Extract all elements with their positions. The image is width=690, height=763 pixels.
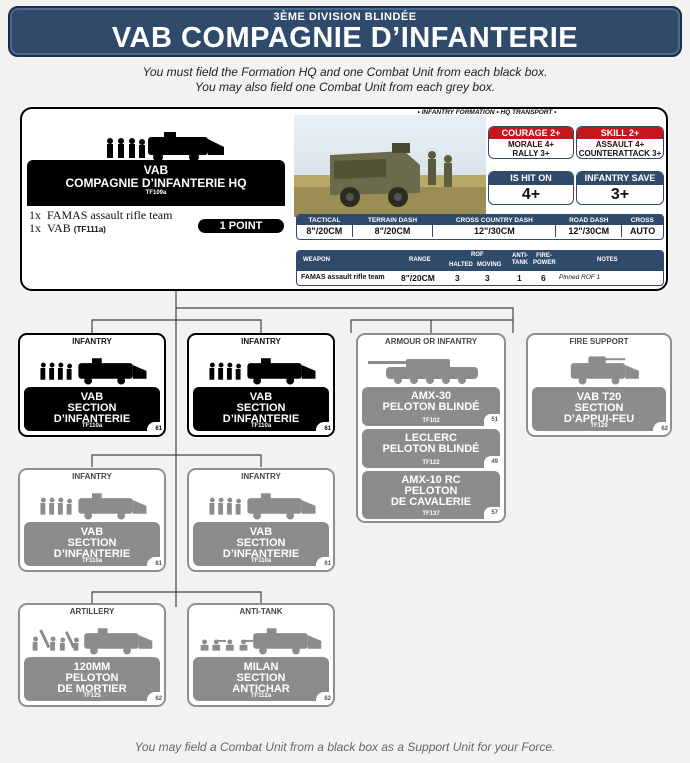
weapon-name: FAMAS assault rifle team <box>301 274 385 281</box>
hq-name-plate: VAB COMPAGNIE D’INFANTERIE HQ TF109a <box>27 160 285 206</box>
skill-box: SKILL 2+ ASSAULT 4+COUNTERATTACK 3+ <box>576 126 664 159</box>
weapon-firepower: 6 <box>541 273 546 283</box>
save-value: 3+ <box>577 185 663 205</box>
unit-name: VAB SECTION D’INFANTERIE <box>197 392 325 425</box>
armour-option-2[interactable]: LECLERC PELOTON BLINDÉ TF122 49 <box>362 429 500 468</box>
unit-name-plate: VAB SECTION D’INFANTERIE TF110a <box>193 387 329 431</box>
skill-heading: SKILL 2+ <box>577 127 663 139</box>
unit-card-artillery[interactable]: ARTILLERY 120MM PELOTON DE MORTIER TF125… <box>18 603 166 707</box>
tank-silhouette-icon <box>358 349 504 387</box>
unit-card-infantry-3[interactable]: INFANTRY VAB SECTION D’INFANTERIE TF110a… <box>18 468 166 572</box>
unit-name: LECLERC PELOTON BLINDÉ <box>364 433 498 455</box>
courage-heading: COURAGE 2+ <box>489 127 573 139</box>
page-number: 57 <box>484 507 500 519</box>
is-hit-on-value: 4+ <box>489 185 573 205</box>
unit-category: FIRE SUPPORT <box>528 337 670 346</box>
infantry-vab-silhouette-icon <box>20 349 164 387</box>
unit-name-plate: VAB T20 SECTION D’APPUI-FEU TF129 <box>532 387 666 431</box>
unit-category: INFANTRY <box>20 472 164 481</box>
infantry-save-box: INFANTRY SAVE 3+ <box>576 171 664 205</box>
unit-category: INFANTRY <box>189 337 333 346</box>
formation-type-label: • INFANTRY FORMATION • HQ TRANSPORT • <box>402 109 572 116</box>
unit-name-plate: VAB SECTION D’INFANTERIE TF110a <box>24 387 160 431</box>
unit-name: AMX-10 RC PELOTON DE CAVALERIE <box>364 475 498 508</box>
unit-code: TF110a <box>193 423 329 429</box>
unit-code: TF122 <box>362 460 500 466</box>
unit-category: ARMOUR OR INFANTRY <box>358 337 504 346</box>
weapon-anti-tank: 1 <box>517 273 522 283</box>
unit-card-fire-support[interactable]: FIRE SUPPORT VAB T20 SECTION D’APPUI-FEU… <box>526 333 672 437</box>
unit-name: MILAN SECTION ANTICHAR <box>197 662 325 695</box>
unit-name-plate: VAB SECTION D’INFANTERIE TF110a <box>24 522 160 566</box>
unit-code: TF129 <box>532 423 666 429</box>
unit-card-armour-or-infantry[interactable]: ARMOUR OR INFANTRY AMX-30 PELOTON BLINDÉ… <box>356 333 506 523</box>
unit-card-anti-tank[interactable]: ANTI-TANK MILAN SECTION ANTICHAR TF112a … <box>187 603 335 707</box>
weapons-table: WEAPON RANGE ROF HALTED MOVING ANTI-TANK… <box>296 250 664 286</box>
hq-name-line-2: COMPAGNIE D’INFANTERIE HQ <box>27 177 285 190</box>
page-number: 62 <box>147 692 165 706</box>
page-number: 61 <box>316 422 334 436</box>
counterattack-value: COUNTERATTACK 3+ <box>577 149 663 158</box>
unit-code: TF137 <box>362 511 500 517</box>
page-number: 61 <box>147 557 165 571</box>
formation-hq-card[interactable]: VAB COMPAGNIE D’INFANTERIE HQ TF109a 1x … <box>20 107 668 291</box>
unit-name: AMX-30 PELOTON BLINDÉ <box>364 391 498 413</box>
armour-option-1[interactable]: AMX-30 PELOTON BLINDÉ TF102 51 <box>362 387 500 426</box>
unit-card-infantry-4[interactable]: INFANTRY VAB SECTION D’INFANTERIE TF110a… <box>187 468 335 572</box>
page-number: 62 <box>316 692 334 706</box>
unit-category: ANTI-TANK <box>189 607 333 616</box>
infantry-vab-silhouette-icon <box>189 484 333 522</box>
unit-code: TF110a <box>24 558 160 564</box>
unit-name: VAB SECTION D’INFANTERIE <box>197 527 325 560</box>
hq-silhouette-icon <box>102 129 232 163</box>
armour-option-3[interactable]: AMX-10 RC PELOTON DE CAVALERIE TF137 57 <box>362 471 500 519</box>
unit-name: VAB SECTION D’INFANTERIE <box>28 527 156 560</box>
vehicle-photo <box>294 115 486 217</box>
weapon-rof-moving: 3 <box>485 273 490 283</box>
unit-name-plate: VAB SECTION D’INFANTERIE TF110a <box>193 522 329 566</box>
unit-name-plate: 120MM PELOTON DE MORTIER TF125 <box>24 657 160 701</box>
unit-code: TF110a <box>24 423 160 429</box>
is-hit-on-heading: IS HIT ON <box>489 172 573 185</box>
vab-t20-silhouette-icon <box>528 349 670 387</box>
page-number: 61 <box>316 557 334 571</box>
unit-name: VAB T20 SECTION D’APPUI-FEU <box>536 392 662 425</box>
footer-note: You may field a Combat Unit from a black… <box>0 740 690 754</box>
unit-category: INFANTRY <box>20 337 164 346</box>
morale-value: MORALE 4+ <box>489 140 573 149</box>
unit-category: ARTILLERY <box>20 607 164 616</box>
infantry-vab-silhouette-icon <box>189 349 333 387</box>
rally-value: RALLY 3+ <box>489 149 573 158</box>
unit-name-plate: MILAN SECTION ANTICHAR TF112a <box>193 657 329 701</box>
unit-name: 120MM PELOTON DE MORTIER <box>28 662 156 695</box>
is-hit-on-box: IS HIT ON 4+ <box>488 171 574 205</box>
hq-name-line-1: VAB <box>27 163 285 177</box>
unit-code: TF125 <box>24 693 160 699</box>
unit-card-infantry-1[interactable]: INFANTRY VAB SECTION D’INFANTERIE TF110a… <box>18 333 166 437</box>
page-number: 49 <box>484 456 500 468</box>
unit-code: TF110a <box>193 558 329 564</box>
milan-vab-silhouette-icon <box>189 619 333 657</box>
weapon-range: 8"/20CM <box>401 273 435 283</box>
hq-points-badge: 1 POINT <box>198 219 284 233</box>
infantry-vab-silhouette-icon <box>20 484 164 522</box>
page-number: 51 <box>484 414 500 426</box>
page-number: 61 <box>147 422 165 436</box>
assault-value: ASSAULT 4+ <box>577 140 663 149</box>
unit-card-infantry-2[interactable]: INFANTRY VAB SECTION D’INFANTERIE TF110a… <box>187 333 335 437</box>
unit-code: TF112a <box>193 693 329 699</box>
hq-code: TF109a <box>27 190 285 196</box>
courage-box: COURAGE 2+ MORALE 4+RALLY 3+ <box>488 126 574 159</box>
save-heading: INFANTRY SAVE <box>577 172 663 185</box>
page-number: 62 <box>653 422 671 436</box>
weapon-notes: Pinned ROF 1 <box>559 274 600 281</box>
unit-category: INFANTRY <box>189 472 333 481</box>
mortar-vab-silhouette-icon <box>20 619 164 657</box>
weapon-rof-halted: 3 <box>455 273 460 283</box>
unit-name: VAB SECTION D’INFANTERIE <box>28 392 156 425</box>
movement-table: TACTICAL TERRAIN DASH CROSS COUNTRY DASH… <box>296 214 664 240</box>
unit-code: TF102 <box>362 418 500 424</box>
